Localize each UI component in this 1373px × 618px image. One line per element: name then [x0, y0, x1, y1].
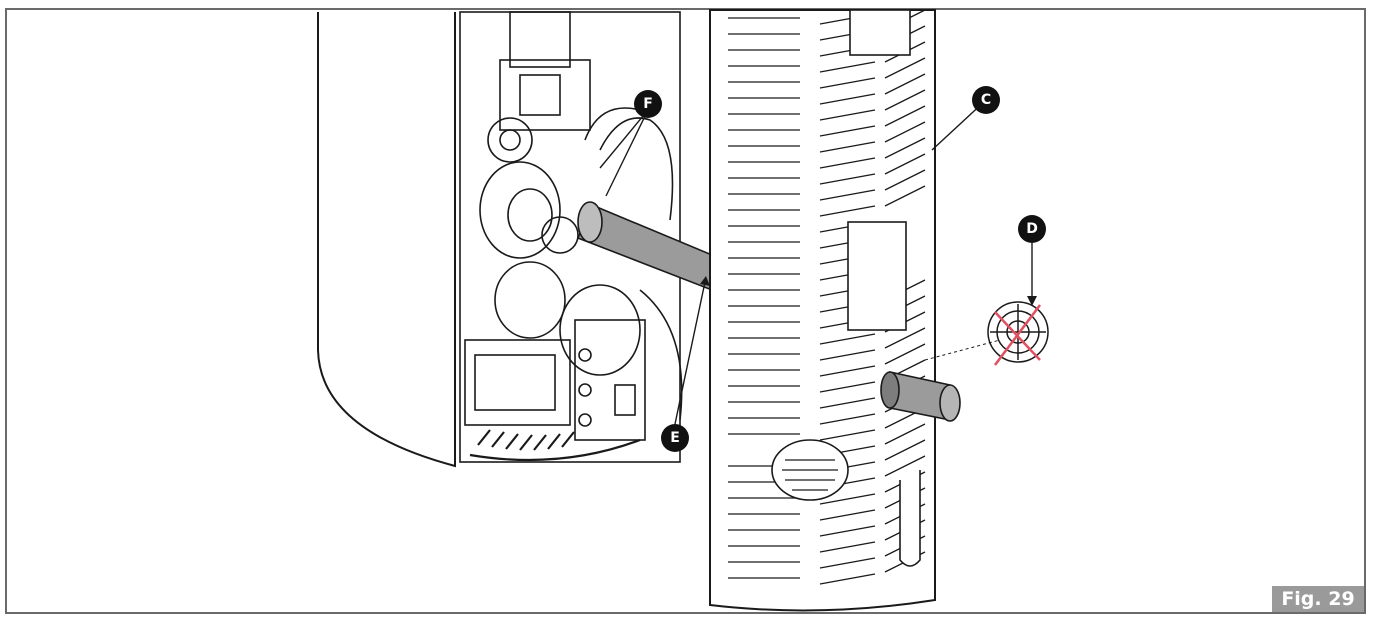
- callout-c: C: [972, 86, 1000, 114]
- cover-top-cutout: [849, 9, 911, 56]
- callout-e: E: [661, 424, 689, 452]
- arrow-head-d: [1027, 296, 1037, 306]
- perforated-cover-panel: [709, 9, 936, 612]
- outlet-pipe: [880, 371, 961, 422]
- figure-frame: [5, 8, 1366, 614]
- callout-d: D: [1018, 215, 1046, 243]
- assembly-guide-line: [924, 339, 1001, 361]
- cover-bottom-slot: [899, 470, 921, 567]
- base-grating: [469, 429, 641, 462]
- cover-window: [847, 221, 907, 331]
- arrow-head-e: [700, 276, 710, 286]
- callout-f: F: [634, 90, 662, 118]
- guard-grille-d: [987, 301, 1049, 363]
- remove-cross-mark: [994, 304, 1041, 366]
- figure-label: Fig. 29: [1272, 586, 1364, 612]
- stove-body-left: [317, 12, 456, 468]
